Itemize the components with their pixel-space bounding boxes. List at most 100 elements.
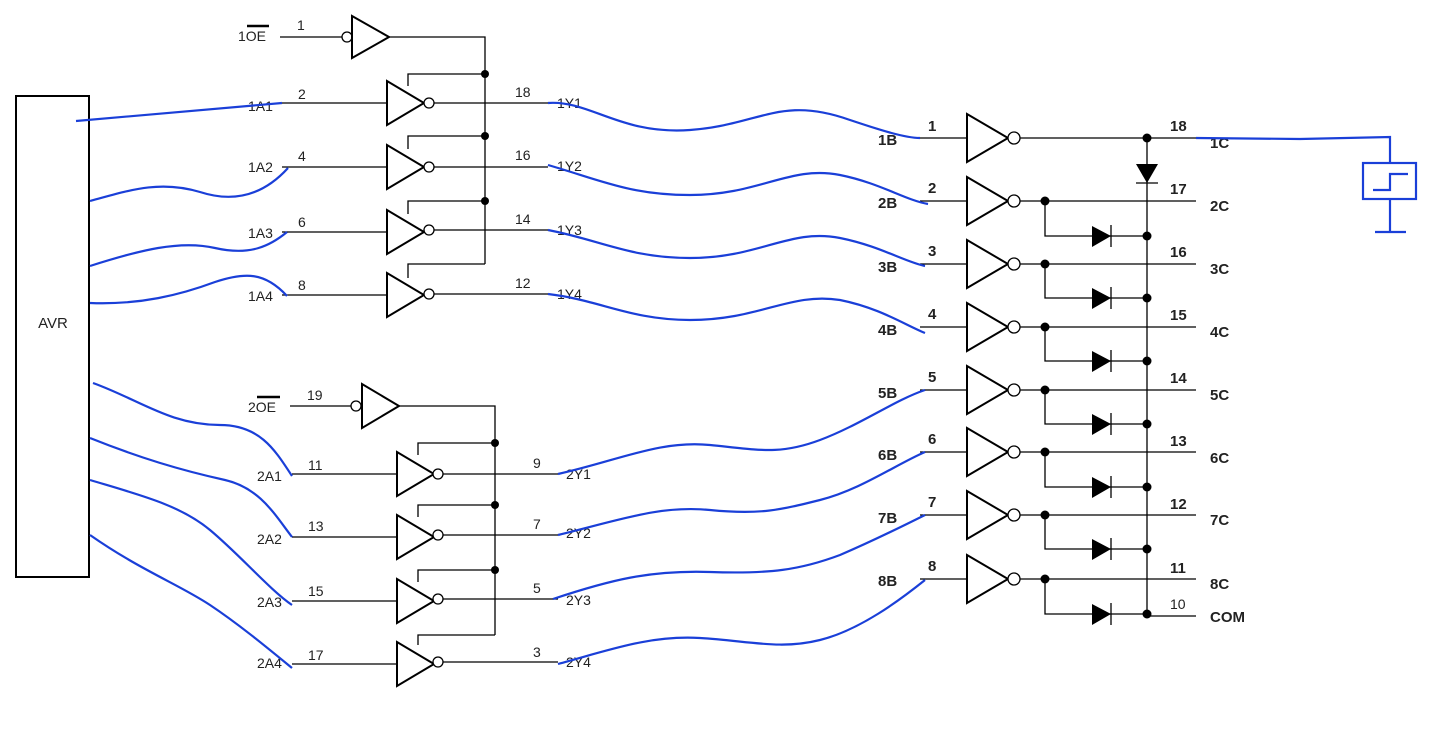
input-label: 2A3 bbox=[257, 594, 282, 610]
buffer-gate bbox=[396, 450, 436, 498]
input-label: 4B bbox=[878, 322, 897, 339]
input-label: 2A1 bbox=[257, 468, 282, 484]
inverter-gate bbox=[966, 301, 1010, 353]
buffer-2: 2OE 19 2A1 11 9 2Y1 2A2 13 bbox=[248, 382, 591, 688]
buffer-gate bbox=[386, 208, 426, 256]
output-pin: 18 bbox=[515, 84, 531, 100]
buffer1-channel: 1A4 8 12 1Y4 bbox=[248, 271, 582, 319]
input-pin: 4 bbox=[928, 306, 937, 323]
input-pin: 11 bbox=[308, 457, 323, 473]
hand-drawn-wiring bbox=[75, 101, 1418, 669]
buffer1-channel: 1A1 2 18 1Y1 bbox=[248, 79, 582, 127]
output-label: 8C bbox=[1210, 576, 1229, 593]
relay-coil-symbol bbox=[1373, 172, 1408, 192]
input-label: 2A4 bbox=[257, 655, 282, 671]
inverter-gate bbox=[966, 364, 1010, 416]
input-label: 1A2 bbox=[248, 159, 273, 175]
oe2-buffer-gate bbox=[361, 382, 401, 430]
wire-2y2-6b bbox=[557, 450, 926, 537]
input-pin: 8 bbox=[928, 558, 936, 575]
input-pin: 13 bbox=[308, 518, 324, 534]
buffer2-channel: 2A4 17 3 2Y4 bbox=[257, 640, 591, 688]
inverter-gate bbox=[966, 426, 1010, 478]
output-pin: 14 bbox=[515, 211, 531, 227]
driver-channel: 3B 3 16 3C bbox=[878, 238, 1229, 309]
diode-icon bbox=[1092, 288, 1111, 309]
wire-1y1-1b bbox=[547, 101, 921, 140]
input-pin: 5 bbox=[928, 369, 936, 386]
output-label: 2Y3 bbox=[566, 592, 591, 608]
input-label: 5B bbox=[878, 385, 897, 402]
com-pin: 10 bbox=[1170, 596, 1186, 612]
wire-avr-1a3 bbox=[89, 231, 288, 268]
oe1-buffer-gate bbox=[351, 14, 392, 60]
input-pin: 6 bbox=[298, 214, 306, 230]
input-pin: 7 bbox=[928, 494, 936, 511]
driver-array: 10 COM 1B 1 18 1C 2B 2 bbox=[878, 112, 1245, 626]
input-pin: 15 bbox=[308, 583, 324, 599]
driver-channel: 1B 1 18 1C bbox=[878, 112, 1229, 164]
input-pin: 6 bbox=[928, 431, 936, 448]
output-pin: 18 bbox=[1170, 118, 1187, 135]
input-label: 1A4 bbox=[248, 288, 273, 304]
wire-avr-2a1 bbox=[92, 381, 293, 477]
input-label: 3B bbox=[878, 259, 897, 276]
inverter-gate bbox=[966, 175, 1010, 227]
output-pin: 7 bbox=[533, 516, 541, 532]
buffer1-channel: 1A2 4 16 1Y2 bbox=[248, 143, 582, 191]
input-pin: 8 bbox=[298, 277, 306, 293]
buffer-gate bbox=[386, 143, 426, 191]
output-pin: 3 bbox=[533, 644, 541, 660]
output-pin: 12 bbox=[1170, 496, 1187, 513]
driver-channel: 8B 8 11 8C bbox=[878, 553, 1229, 625]
input-pin: 1 bbox=[928, 118, 936, 135]
output-label: 5C bbox=[1210, 387, 1229, 404]
output-label: 4C bbox=[1210, 324, 1229, 341]
input-pin: 17 bbox=[308, 647, 324, 663]
buffer-gate bbox=[396, 513, 436, 561]
wire-avr-1a4 bbox=[89, 274, 288, 305]
output-pin: 17 bbox=[1170, 181, 1187, 198]
diode-icon bbox=[1092, 604, 1111, 625]
output-pin: 16 bbox=[1170, 244, 1187, 261]
input-pin: 2 bbox=[298, 86, 306, 102]
input-pin: 3 bbox=[928, 243, 936, 260]
com-label: COM bbox=[1210, 609, 1245, 626]
wire-1y4-4b bbox=[547, 292, 926, 335]
buffer2-channel: 2A3 15 5 2Y3 bbox=[257, 577, 591, 625]
buffer-1: 1OE 1 1A1 2 18 1Y1 1A2 4 bbox=[238, 14, 582, 319]
output-pin: 9 bbox=[533, 455, 541, 471]
oe2-label: 2OE bbox=[248, 399, 276, 415]
wire-1y2-2b bbox=[547, 163, 929, 206]
output-label: 2C bbox=[1210, 198, 1229, 215]
output-pin: 11 bbox=[1170, 560, 1186, 577]
wire-avr-1a1 bbox=[75, 101, 283, 123]
oe1-pin: 1 bbox=[297, 17, 305, 33]
diode-icon bbox=[1136, 164, 1158, 183]
output-label: 7C bbox=[1210, 512, 1229, 529]
wire-avr-2a2 bbox=[89, 436, 293, 538]
buffer-gate bbox=[396, 577, 436, 625]
input-label: 1B bbox=[878, 132, 897, 149]
wire-avr-2a4 bbox=[89, 534, 293, 669]
driver-channel: 6B 6 13 6C bbox=[878, 426, 1229, 498]
diode-icon bbox=[1092, 414, 1111, 435]
wire-1c-coil bbox=[1195, 135, 1392, 163]
output-pin: 5 bbox=[533, 580, 541, 596]
input-pin: 4 bbox=[298, 148, 306, 164]
diode-icon bbox=[1092, 351, 1111, 372]
buffer-gate bbox=[386, 79, 426, 127]
output-pin: 14 bbox=[1170, 370, 1187, 387]
output-pin: 12 bbox=[515, 275, 531, 291]
buffer2-channel: 2A2 13 7 2Y2 bbox=[257, 513, 591, 561]
driver-channel: 2B 2 17 2C bbox=[878, 175, 1229, 247]
oe1-label: 1OE bbox=[238, 28, 266, 44]
driver-channel: 4B 4 15 4C bbox=[878, 301, 1229, 372]
inverter-gate bbox=[966, 489, 1010, 541]
diode-icon bbox=[1092, 539, 1111, 560]
input-label: 1A3 bbox=[248, 225, 273, 241]
input-label: 8B bbox=[878, 573, 897, 590]
buffer-gate bbox=[386, 271, 426, 319]
output-label: 6C bbox=[1210, 450, 1229, 467]
